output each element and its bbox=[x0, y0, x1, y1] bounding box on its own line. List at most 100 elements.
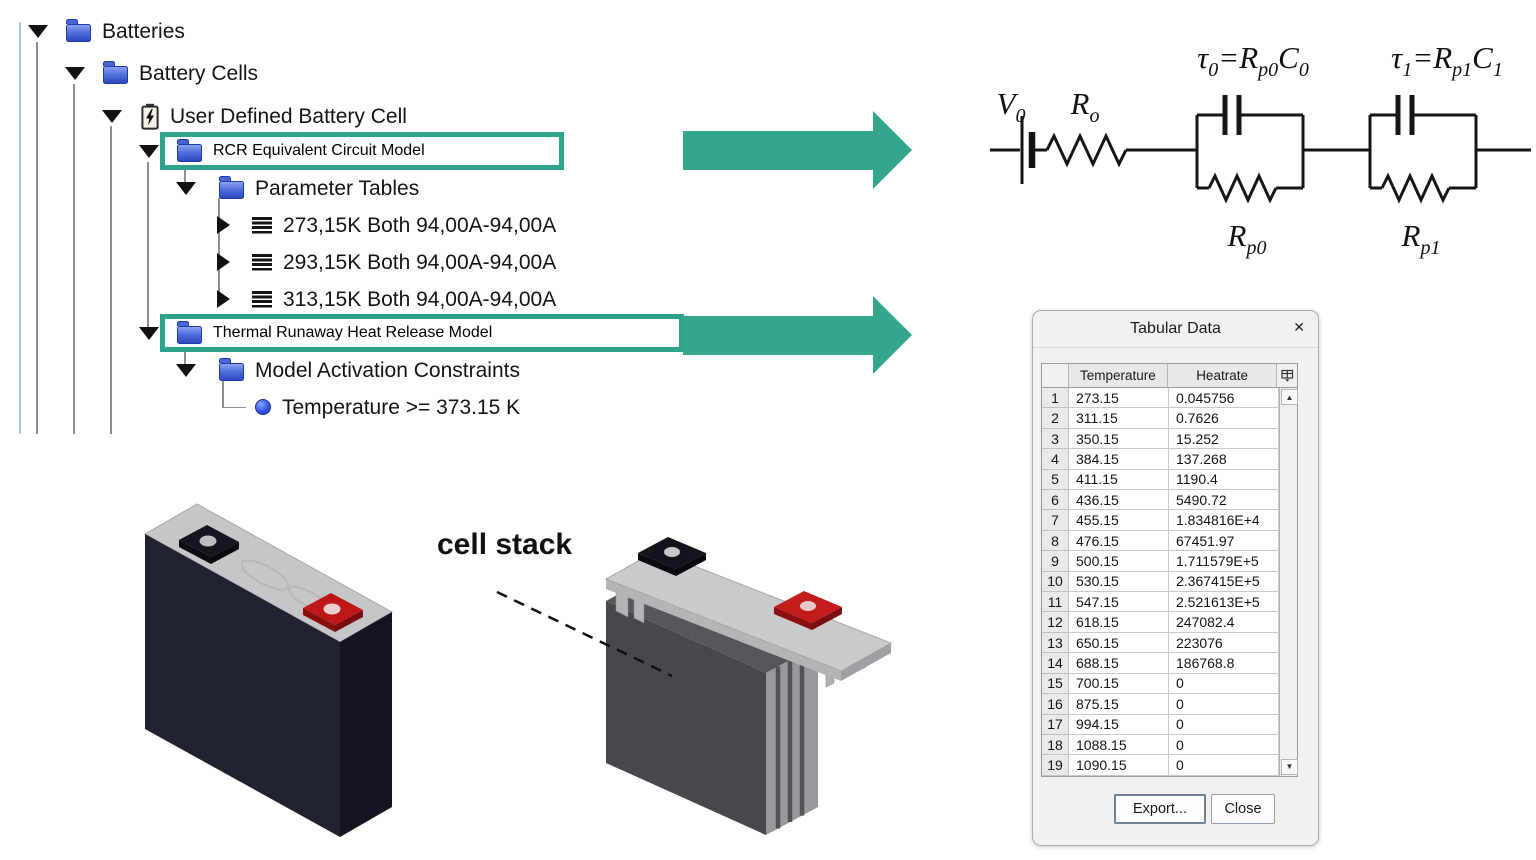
tree-guide-line bbox=[36, 42, 38, 434]
cell-temperature[interactable]: 875.15 bbox=[1069, 694, 1169, 715]
row-number: 11 bbox=[1042, 592, 1069, 613]
expander-battery-cells[interactable] bbox=[65, 67, 85, 80]
row-number: 14 bbox=[1042, 653, 1069, 674]
expander-thermal-model[interactable] bbox=[139, 327, 159, 340]
close-icon[interactable]: ✕ bbox=[1293, 319, 1305, 335]
cell-heatrate[interactable]: 1.711579E+5 bbox=[1169, 551, 1279, 572]
cell-heatrate[interactable]: 0.7626 bbox=[1169, 408, 1279, 429]
expander-model-activation[interactable] bbox=[176, 364, 196, 377]
table-row[interactable]: 13 650.15 223076 bbox=[1042, 632, 1279, 654]
cell-temperature[interactable]: 547.15 bbox=[1069, 592, 1169, 613]
tree-item-temperature-constraint[interactable]: Temperature >= 373.15 K bbox=[255, 393, 520, 421]
table-icon bbox=[252, 216, 272, 234]
scrollbar-track[interactable]: ▲ ▼ bbox=[1279, 388, 1298, 776]
tree-item-model-activation-constraints[interactable]: Model Activation Constraints bbox=[218, 356, 520, 384]
tree-guide-line bbox=[222, 378, 224, 408]
export-button[interactable]: Export... bbox=[1114, 794, 1206, 824]
circuit-wires bbox=[990, 113, 1531, 204]
expander-batteries[interactable] bbox=[28, 25, 48, 38]
row-number: 18 bbox=[1042, 734, 1069, 756]
expander-rcr-model[interactable] bbox=[139, 145, 159, 158]
cell-temperature[interactable]: 700.15 bbox=[1069, 673, 1169, 695]
cell-temperature[interactable]: 436.15 bbox=[1069, 490, 1169, 511]
tau1-equation-label: τ1=Rp1C1 bbox=[1391, 40, 1503, 81]
table-row[interactable]: 4 384.15 137.268 bbox=[1042, 449, 1279, 470]
table-row[interactable]: 11 547.15 2.521613E+5 bbox=[1042, 592, 1279, 613]
table-row[interactable]: 9 500.15 1.711579E+5 bbox=[1042, 551, 1279, 572]
cell-heatrate[interactable]: 15.252 bbox=[1169, 428, 1279, 450]
cell-heatrate[interactable]: 2.521613E+5 bbox=[1169, 592, 1279, 613]
cell-heatrate[interactable]: 67451.97 bbox=[1169, 530, 1279, 552]
table-row[interactable]: 17 994.15 0 bbox=[1042, 714, 1279, 735]
table-row[interactable]: 12 618.15 247082.4 bbox=[1042, 612, 1279, 633]
tree-item-user-defined-battery-cell[interactable]: User Defined Battery Cell bbox=[141, 102, 407, 130]
cell-temperature[interactable]: 618.15 bbox=[1069, 612, 1169, 633]
folder-icon bbox=[218, 357, 244, 381]
cell-temperature[interactable]: 311.15 bbox=[1069, 408, 1169, 429]
cell-temperature[interactable]: 688.15 bbox=[1069, 653, 1169, 674]
cell-heatrate[interactable]: 186768.8 bbox=[1169, 653, 1279, 674]
expander-user-defined-cell[interactable] bbox=[102, 110, 122, 123]
tree-item-parameter-tables[interactable]: Parameter Tables bbox=[218, 174, 419, 202]
cell-heatrate[interactable]: 2.367415E+5 bbox=[1169, 571, 1279, 593]
table-row[interactable]: 1 273.15 0.045756 bbox=[1042, 388, 1279, 409]
row-number: 6 bbox=[1042, 490, 1069, 511]
cell-heatrate[interactable]: 0 bbox=[1169, 694, 1279, 715]
cell-heatrate[interactable]: 223076 bbox=[1169, 632, 1279, 654]
cell-heatrate[interactable]: 0.045756 bbox=[1169, 388, 1279, 409]
tree-item-table-313[interactable]: 313,15K Both 94,00A-94,00A bbox=[252, 285, 556, 313]
tree-item-batteries[interactable]: Batteries bbox=[65, 17, 185, 45]
table-row[interactable]: 7 455.15 1.834816E+4 bbox=[1042, 510, 1279, 531]
table-row[interactable]: 19 1090.15 0 bbox=[1042, 755, 1279, 776]
table-row[interactable]: 6 436.15 5490.72 bbox=[1042, 490, 1279, 511]
cell-temperature[interactable]: 455.15 bbox=[1069, 510, 1169, 531]
table-options-icon[interactable] bbox=[1277, 364, 1297, 388]
tabular-data-window: Tabular Data ✕ Temperature Heatrate bbox=[1032, 310, 1319, 846]
cell-temperature[interactable]: 530.15 bbox=[1069, 571, 1169, 593]
cell-heatrate[interactable]: 1190.4 bbox=[1169, 469, 1279, 491]
table-row[interactable]: 16 875.15 0 bbox=[1042, 694, 1279, 715]
tree-item-table-273[interactable]: 273,15K Both 94,00A-94,00A bbox=[252, 211, 556, 239]
close-button[interactable]: Close bbox=[1211, 794, 1275, 824]
cell-temperature[interactable]: 273.15 bbox=[1069, 388, 1169, 409]
expander-table-273[interactable] bbox=[217, 216, 230, 234]
cell-heatrate[interactable]: 247082.4 bbox=[1169, 612, 1279, 633]
table-row[interactable]: 10 530.15 2.367415E+5 bbox=[1042, 571, 1279, 593]
tree-item-table-293[interactable]: 293,15K Both 94,00A-94,00A bbox=[252, 248, 556, 276]
cell-heatrate[interactable]: 5490.72 bbox=[1169, 490, 1279, 511]
tree-item-rcr-equivalent-circuit-model[interactable]: RCR Equivalent Circuit Model bbox=[160, 132, 564, 170]
cell-temperature[interactable]: 650.15 bbox=[1069, 632, 1169, 654]
cell-heatrate[interactable]: 137.268 bbox=[1169, 449, 1279, 470]
cell-heatrate[interactable]: 0 bbox=[1169, 734, 1279, 756]
row-number: 2 bbox=[1042, 408, 1069, 429]
data-table: Temperature Heatrate 1 273.15 bbox=[1041, 363, 1298, 777]
cell-temperature[interactable]: 411.15 bbox=[1069, 469, 1169, 491]
cell-heatrate[interactable]: 0 bbox=[1169, 673, 1279, 695]
cell-temperature[interactable]: 476.15 bbox=[1069, 530, 1169, 552]
cell-temperature[interactable]: 500.15 bbox=[1069, 551, 1169, 572]
scroll-down-icon[interactable]: ▼ bbox=[1281, 758, 1298, 775]
cell-heatrate[interactable]: 0 bbox=[1169, 755, 1279, 776]
table-row[interactable]: 2 311.15 0.7626 bbox=[1042, 408, 1279, 429]
cell-heatrate[interactable]: 0 bbox=[1169, 714, 1279, 735]
table-row[interactable]: 5 411.15 1190.4 bbox=[1042, 469, 1279, 491]
column-header-heatrate[interactable]: Heatrate bbox=[1168, 364, 1278, 388]
table-row[interactable]: 8 476.15 67451.97 bbox=[1042, 530, 1279, 552]
expander-table-313[interactable] bbox=[217, 290, 230, 308]
cell-temperature[interactable]: 994.15 bbox=[1069, 714, 1169, 735]
table-row[interactable]: 15 700.15 0 bbox=[1042, 673, 1279, 695]
table-row[interactable]: 3 350.15 15.252 bbox=[1042, 428, 1279, 450]
column-header-temperature[interactable]: Temperature bbox=[1068, 364, 1169, 388]
table-row[interactable]: 14 688.15 186768.8 bbox=[1042, 653, 1279, 674]
tree-item-thermal-runaway-heat-release-model[interactable]: Thermal Runaway Heat Release Model bbox=[160, 314, 684, 352]
table-row[interactable]: 18 1088.15 0 bbox=[1042, 734, 1279, 756]
cell-temperature[interactable]: 1088.15 bbox=[1069, 734, 1169, 756]
cell-temperature[interactable]: 350.15 bbox=[1069, 428, 1169, 450]
expander-parameter-tables[interactable] bbox=[176, 182, 196, 195]
cell-temperature[interactable]: 384.15 bbox=[1069, 449, 1169, 470]
cell-heatrate[interactable]: 1.834816E+4 bbox=[1169, 510, 1279, 531]
scroll-up-icon[interactable]: ▲ bbox=[1281, 389, 1298, 405]
expander-table-293[interactable] bbox=[217, 253, 230, 271]
cell-temperature[interactable]: 1090.15 bbox=[1069, 755, 1169, 776]
tree-item-battery-cells[interactable]: Battery Cells bbox=[102, 59, 258, 87]
